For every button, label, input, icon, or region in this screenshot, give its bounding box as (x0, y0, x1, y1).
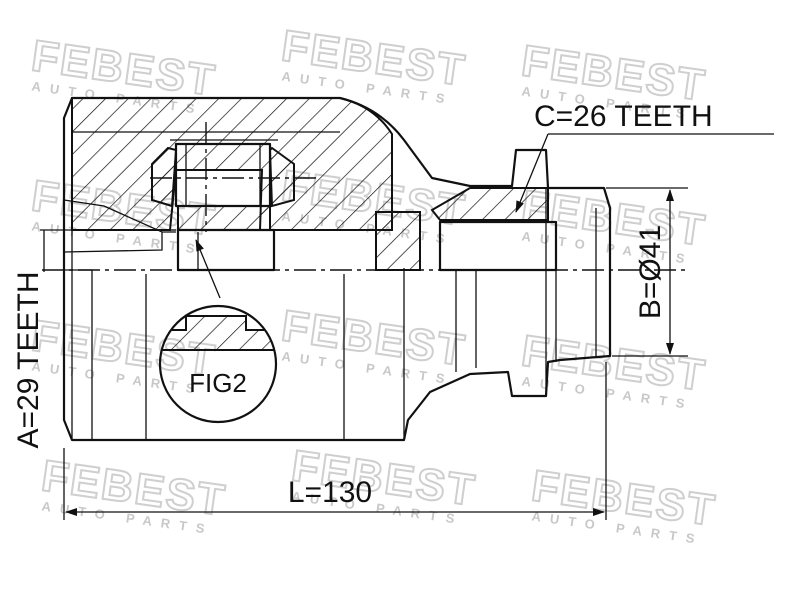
dimension-b: B=Ø41 (606, 187, 688, 357)
fig2-label: FIG2 (189, 368, 247, 398)
roller-left (151, 146, 178, 208)
dim-b-label: B=Ø41 (634, 225, 667, 319)
tripod-assembly (151, 139, 295, 272)
dimension-l: L=130 (63, 362, 607, 520)
dim-c-leader (515, 133, 549, 213)
spider-hub (177, 205, 271, 231)
stem-section (375, 211, 421, 271)
dimension-c: C=26 TEETH (515, 100, 774, 213)
fig2-tooth (160, 315, 276, 351)
fig2-leader (195, 239, 221, 299)
housing-outline (62, 96, 612, 442)
housing-bore (63, 199, 176, 253)
fig2-circle (158, 304, 278, 424)
dim-c-label: C=26 TEETH (534, 100, 713, 133)
dim-a-label: A=29 TEETH (12, 271, 45, 448)
dim-l-label: L=130 (288, 476, 372, 509)
fig2-detail: FIG2 (158, 239, 278, 424)
stem-spline (438, 220, 558, 272)
dimension-a: A=29 TEETH (12, 229, 176, 449)
